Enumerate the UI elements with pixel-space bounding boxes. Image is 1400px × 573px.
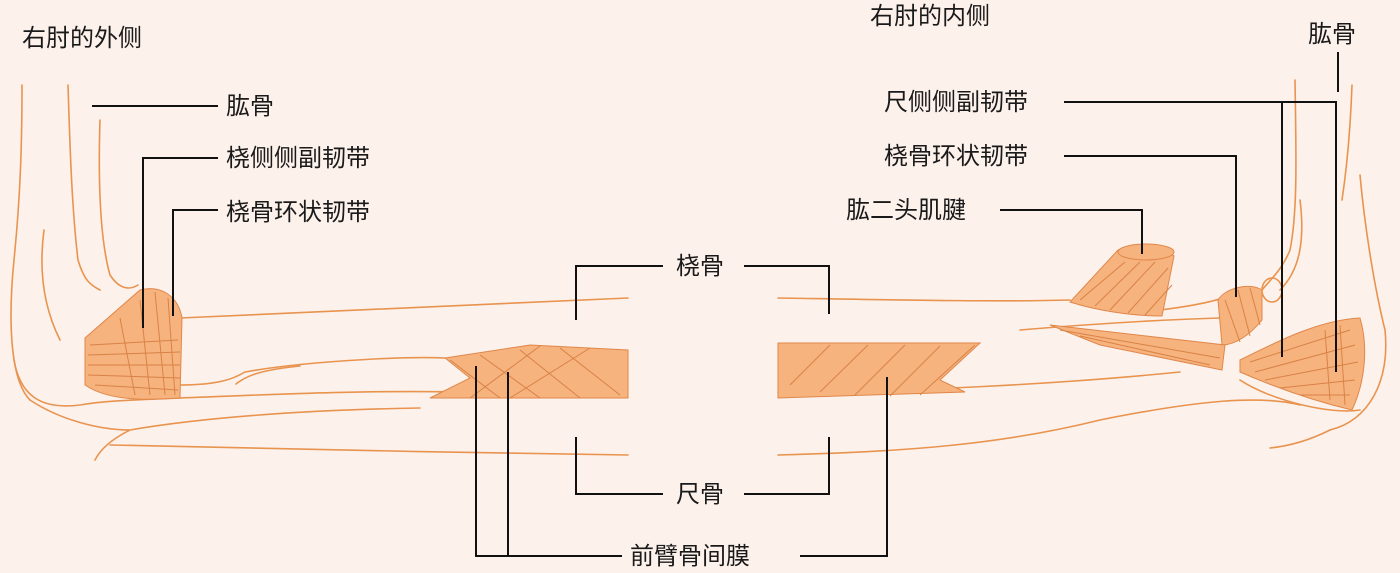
left-humerus-label: 肱骨 [226,92,274,120]
right-ulnar-collateral-ligament-label: 尺侧侧副韧带 [884,88,1028,116]
left-interosseous-membrane [429,344,629,399]
right-humerus-label: 肱骨 [1308,20,1356,48]
left-view-title: 右肘的外侧 [22,24,142,52]
right-ulnar-collateral-ligament-shape [1239,317,1366,411]
right-view-title: 右肘的内侧 [870,2,990,30]
right-elbow-bones [777,79,1387,456]
leader-lines [92,52,1339,557]
left-annular-ligament-label: 桡骨环状韧带 [226,198,370,226]
left-radial-collateral-ligament-label: 桡侧侧副韧带 [226,144,370,172]
left-radial-collateral-ligament [84,288,183,400]
right-annular-ligament-shape [1217,277,1283,346]
right-medial-bands [1049,324,1226,371]
interosseous-membrane-label: 前臂骨间膜 [630,542,750,570]
biceps-tendon-shape [1069,243,1175,317]
left-elbow-bones [10,84,629,461]
right-annular-ligament-label: 桡骨环状韧带 [884,142,1028,170]
ulna-label: 尺骨 [676,480,724,508]
biceps-tendon-label: 肱二头肌腱 [846,196,966,224]
right-interosseous-membrane [777,342,982,399]
radius-label: 桡骨 [676,252,724,280]
